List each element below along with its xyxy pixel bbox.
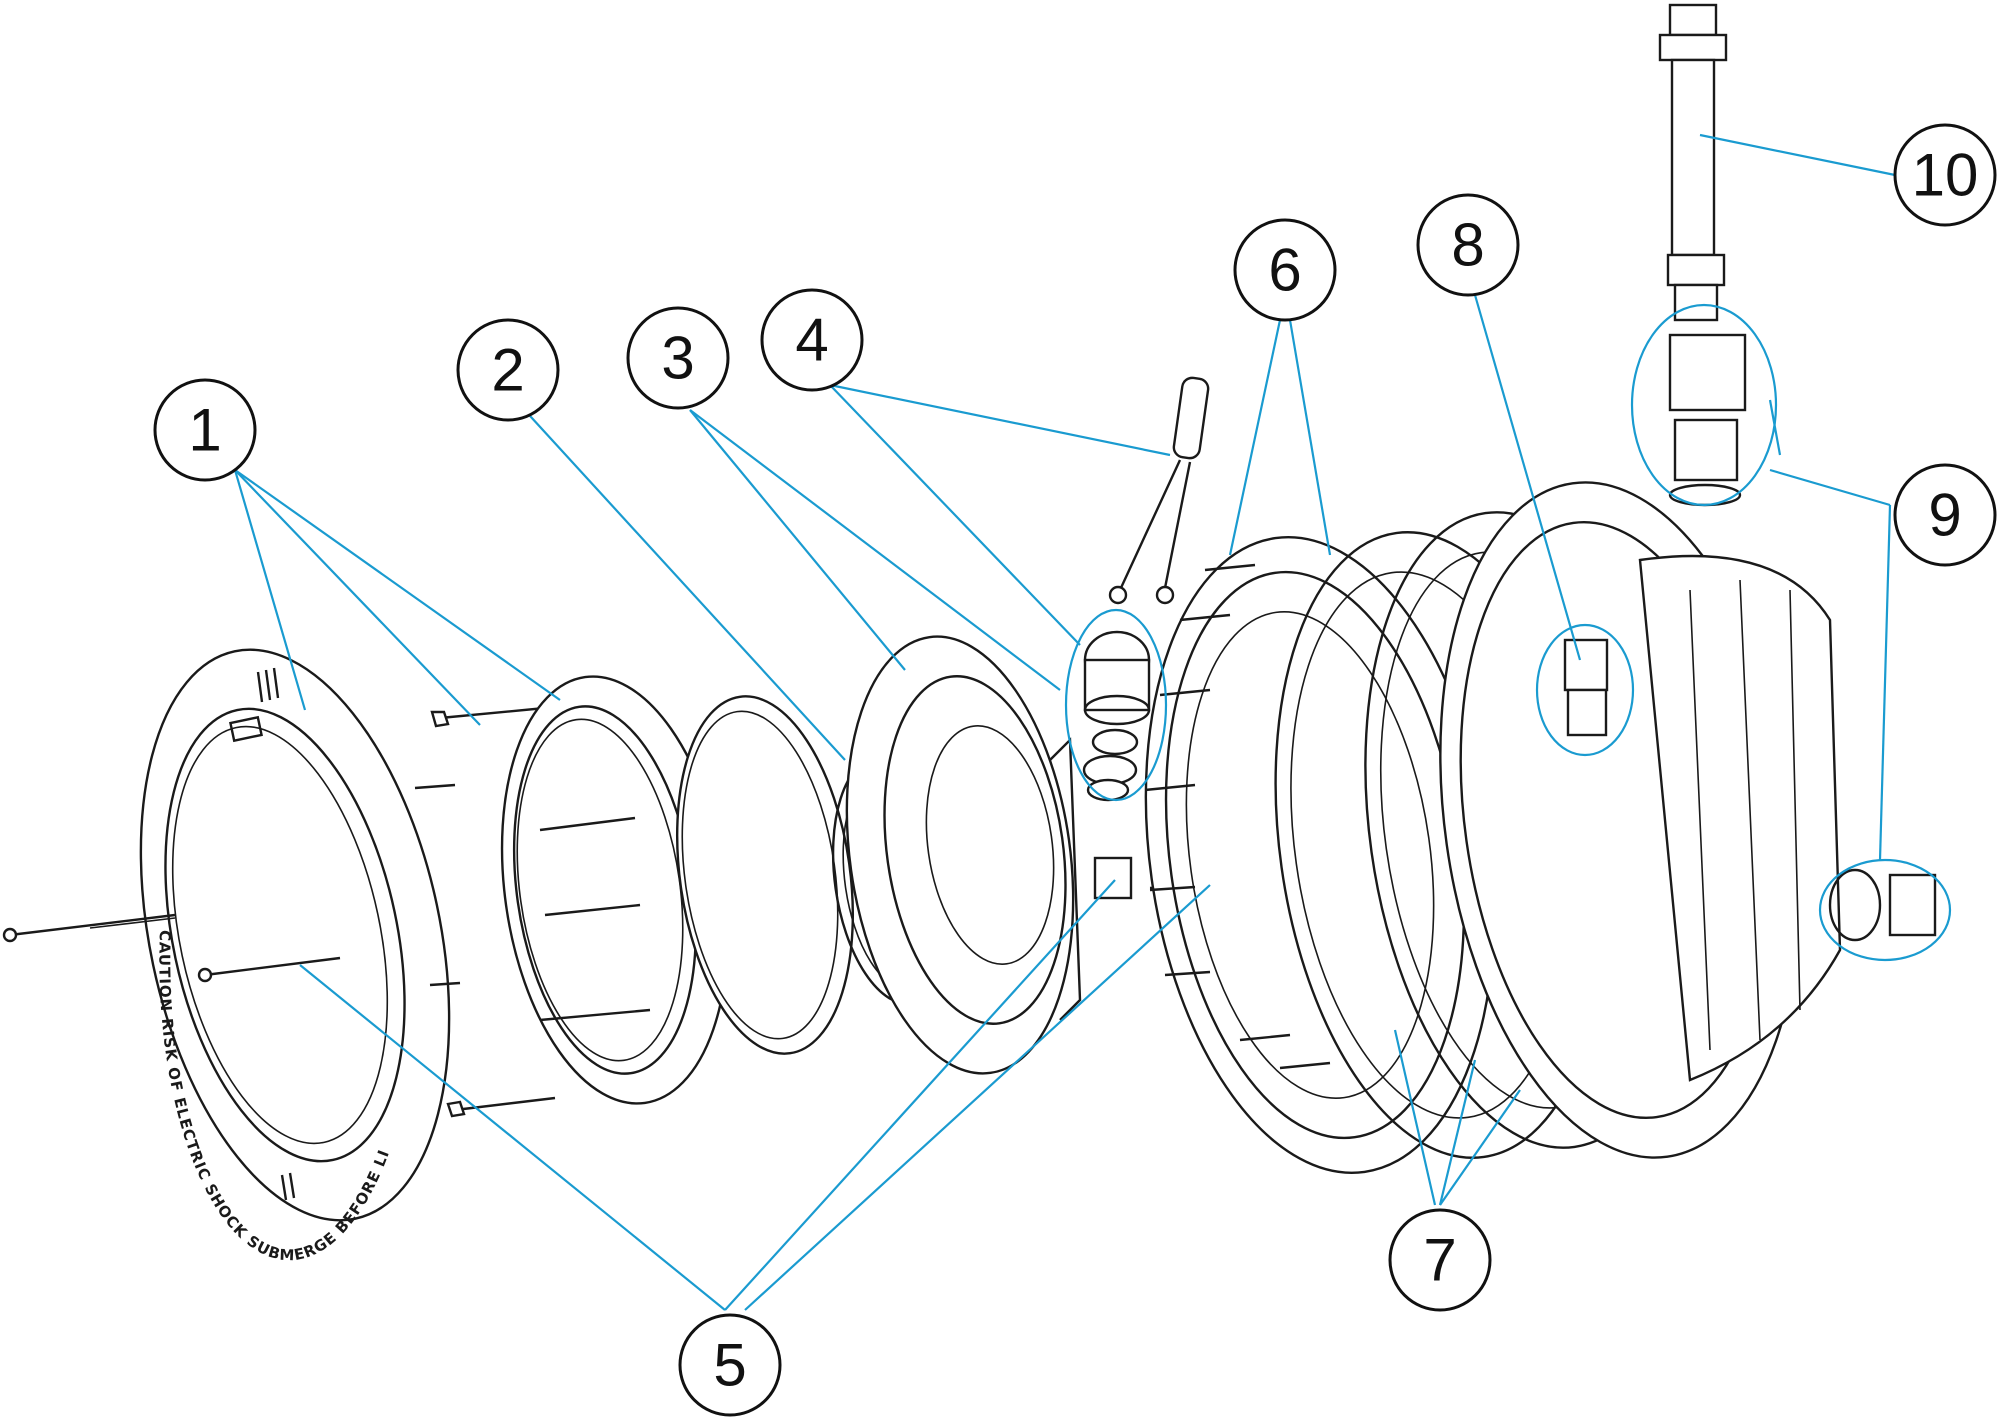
fitting-set-top [1668,333,1747,507]
lens [675,695,855,1055]
flange-screws [1144,563,1331,1070]
leader-lines [233,133,1952,1311]
niche-body [1439,481,1842,1159]
cable-gland [1082,630,1151,802]
callout-10: 10 [1893,123,1997,227]
inner-screw [197,956,341,983]
body-cable-gland [1563,638,1609,737]
callout-1: 1 [153,378,257,482]
lamp-housing [845,635,1082,1075]
callout-7: 7 [1388,1208,1492,1312]
callout-6-label: 6 [1268,237,1301,304]
callout-7-label: 7 [1423,1227,1456,1294]
callout-2-label: 2 [491,337,524,404]
callout-5: 5 [678,1313,782,1417]
callout-10-label: 10 [1912,142,1979,209]
callout-4: 4 [760,288,864,392]
callout-3: 3 [626,306,730,410]
long-screw [2,913,176,943]
callout-2: 2 [456,318,560,422]
ventilation-slots-icon [256,667,296,1201]
conduit-pipe [1658,3,1728,322]
fitting-set-side [1828,868,1937,942]
callout-8-label: 8 [1451,212,1484,279]
callout-4-label: 4 [795,307,828,374]
callout-6: 6 [1233,218,1337,322]
front-trim-ring: CAUTION RISK OF ELECTRIC SHOCK SUBMERGE … [0,0,451,1264]
callout-9: 9 [1893,463,1997,567]
clamping-ring [500,675,730,1105]
sensor-cable [1108,376,1210,605]
callout-3-label: 3 [661,325,694,392]
callout-8: 8 [1416,193,1520,297]
callout-5-label: 5 [713,1332,746,1399]
connecting-bolts [414,706,556,1118]
callout-1-label: 1 [188,397,221,464]
callout-9-label: 9 [1928,482,1961,549]
